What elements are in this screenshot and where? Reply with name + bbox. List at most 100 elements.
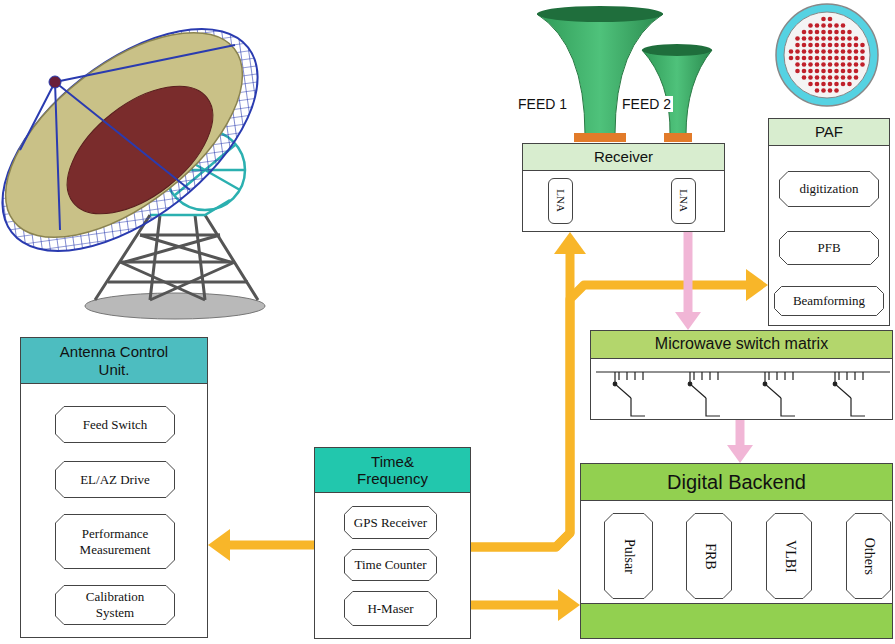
array-element — [802, 36, 807, 41]
lna-box: LNA — [548, 178, 573, 224]
array-element — [808, 36, 813, 41]
header-band: Antenna Control Unit. — [21, 338, 207, 384]
array-element — [847, 75, 852, 80]
switch-matrix-box: Microwave switch matrix — [590, 330, 893, 420]
array-element — [828, 82, 833, 87]
array-element — [815, 69, 820, 74]
array-element — [841, 23, 846, 28]
feed-horn — [537, 6, 663, 142]
array-element — [821, 75, 826, 80]
octagon-shape — [56, 407, 175, 443]
telescope-illustration — [0, 0, 296, 319]
arrow-head — [554, 232, 586, 254]
array-element — [815, 82, 820, 87]
process-box: GPS Receiver — [344, 506, 437, 539]
octagon-shape — [56, 462, 175, 498]
array-element — [808, 49, 813, 54]
lna-box: LNA — [671, 178, 696, 224]
array-element — [795, 36, 800, 41]
box-text: VLBI — [781, 540, 798, 573]
array-element — [847, 56, 852, 61]
array-element — [821, 56, 826, 61]
array-element — [828, 69, 833, 74]
box-text: Others — [860, 537, 877, 574]
control-unit-box: Feed SwitchEL/AZ DrivePerformance Measur… — [20, 337, 208, 638]
array-element — [821, 17, 826, 22]
array-element — [841, 43, 846, 48]
array-element — [828, 49, 833, 54]
process-box: PFB — [779, 231, 879, 265]
array-element — [815, 43, 820, 48]
box-text: Pulsar — [620, 538, 637, 573]
box-text: PFB — [817, 240, 840, 256]
feed-horn — [642, 44, 712, 142]
signal-arrow — [471, 601, 562, 610]
header-text: Antenna Control Unit. — [47, 343, 182, 378]
array-element — [847, 43, 852, 48]
paf-box: digitizationPFBBeamformingPAF — [768, 118, 890, 326]
octagon-shape — [345, 592, 437, 626]
array-element — [802, 30, 807, 35]
header-text: Receiver — [594, 148, 653, 165]
time-frequency-box: GPS ReceiverTime CounterH-MaserTime& Fre… — [314, 447, 471, 639]
arrow-head — [727, 445, 753, 463]
switch-symbol — [688, 372, 720, 416]
header-band: Receiver — [523, 144, 724, 171]
array-element — [834, 23, 839, 28]
array-element — [841, 56, 846, 61]
array-element — [828, 62, 833, 67]
array-element — [828, 88, 833, 93]
array-element — [834, 62, 839, 67]
array-element — [808, 23, 813, 28]
array-element — [795, 56, 800, 61]
array-element — [854, 69, 859, 74]
octagon-shape — [605, 514, 653, 599]
header-text: Time& Frequency — [345, 453, 440, 488]
array-element — [834, 56, 839, 61]
header-text: Microwave switch matrix — [655, 335, 828, 353]
array-element — [789, 56, 794, 61]
array-element — [802, 69, 807, 74]
array-element — [808, 75, 813, 80]
array-element — [808, 62, 813, 67]
array-element — [821, 49, 826, 54]
array-element — [841, 49, 846, 54]
receiver-box: LNA LNA Receiver — [522, 143, 725, 232]
arrow-head — [208, 529, 230, 561]
switch-symbol — [833, 372, 865, 416]
array-element — [795, 49, 800, 54]
process-box: Beamforming — [774, 286, 884, 316]
octagon-shape — [687, 514, 732, 599]
header-band: PAF — [769, 119, 889, 146]
connector-group — [471, 589, 580, 621]
array-element — [841, 82, 846, 87]
switch-symbol — [763, 372, 795, 416]
array-element — [847, 62, 852, 67]
backend-module: Others — [846, 513, 891, 599]
array-element — [815, 49, 820, 54]
arrow-head — [675, 312, 701, 330]
octagon-shape — [847, 514, 891, 599]
array-element — [854, 56, 859, 61]
octagon-shape — [56, 586, 175, 625]
array-element — [795, 69, 800, 74]
paf-array-icon — [776, 4, 878, 106]
array-element — [828, 75, 833, 80]
array-element — [808, 56, 813, 61]
array-element — [834, 43, 839, 48]
octagon-shape — [780, 172, 879, 207]
array-element — [808, 30, 813, 35]
connector-group — [208, 529, 314, 561]
array-element — [860, 62, 865, 67]
array-element — [834, 82, 839, 87]
array-element — [828, 17, 833, 22]
array-element — [841, 75, 846, 80]
array-element — [815, 62, 820, 67]
signal-arrow — [471, 285, 750, 547]
box-text: GPS Receiver — [354, 515, 427, 531]
array-element — [828, 36, 833, 41]
backend-module: VLBI — [766, 513, 812, 599]
array-element — [854, 43, 859, 48]
signal-arrow — [471, 250, 570, 547]
array-element — [802, 75, 807, 80]
